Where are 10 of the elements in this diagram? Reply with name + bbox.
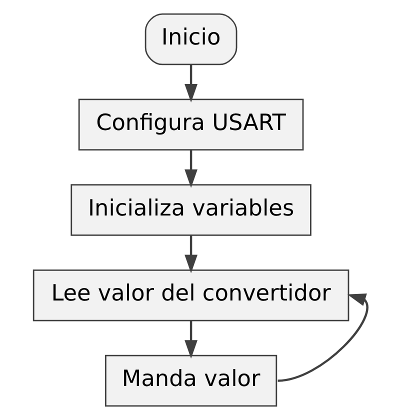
arrow [278,294,368,382]
arrow [184,235,198,274]
node-box: Inicio [144,13,238,66]
arrow [184,320,198,359]
node-box: Inicializa variables [70,184,312,236]
arrow [184,150,198,188]
node-box: Configura USART [78,98,304,151]
node-box: Lee valor del convertidor [32,269,350,322]
arrow [184,64,198,102]
node-box: Manda valor [104,354,278,407]
